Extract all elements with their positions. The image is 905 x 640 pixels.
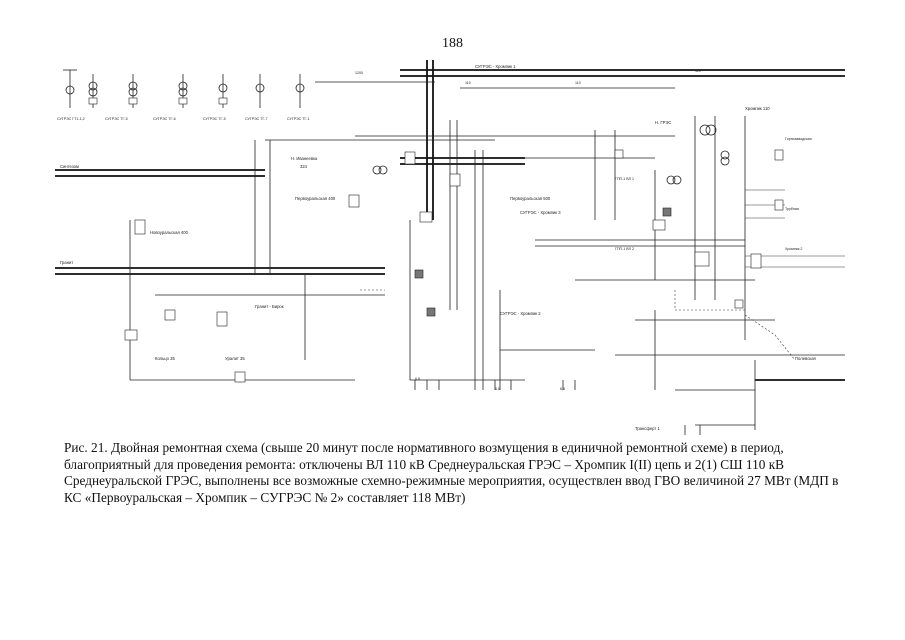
svg-text:СУГРЭС ТГ-7: СУГРЭС ТГ-7 — [245, 117, 268, 121]
svg-text:Трансферт 1: Трансферт 1 — [635, 426, 660, 431]
svg-text:110: 110 — [695, 69, 701, 73]
svg-text:Первоуральская 400: Первоуральская 400 — [295, 196, 336, 201]
svg-text:110: 110 — [465, 81, 471, 85]
schematic-labels: СУГРЭС - Хромпик 1 Н. Иванеевка 324 СУГР… — [60, 64, 816, 431]
svg-text:СУГРЭС ТГ-5: СУГРЭС ТГ-5 — [203, 117, 226, 121]
svg-text:Новоуральская 400: Новоуральская 400 — [150, 230, 189, 235]
svg-text:СУГРЭС ТГ-5: СУГРЭС ТГ-5 — [105, 117, 128, 121]
svg-text:110: 110 — [575, 81, 581, 85]
svg-text:6,6: 6,6 — [560, 387, 565, 391]
svg-text:1200: 1200 — [355, 71, 363, 75]
svg-text:324: 324 — [300, 164, 308, 169]
substation-boxes — [124, 124, 784, 383]
svg-text:ГПП-1 ВЛ 1: ГПП-1 ВЛ 1 — [615, 177, 634, 181]
svg-text:Хромпик 110: Хромпик 110 — [745, 106, 770, 111]
svg-text:Горнозаводская: Горнозаводская — [785, 137, 812, 141]
svg-text:СУГРЭС - Хромпик 3: СУГРЭС - Хромпик 3 — [520, 210, 561, 215]
svg-text:Уралит 35: Уралит 35 — [225, 356, 245, 361]
main-buses — [55, 60, 845, 381]
figure-caption: Рис. 21. Двойная ремонтная схема (свыше … — [64, 440, 839, 505]
power-grid-schematic: СУГРЭС ГТ1-1,2 СУГРЭС ТГ-5 СУГРЭС ТГ-6 С… — [55, 60, 845, 435]
page-number: 188 — [442, 36, 463, 51]
svg-text:СУГРЭС ГТ1-1,2: СУГРЭС ГТ1-1,2 — [57, 117, 85, 121]
svg-text:ГПП-1 ВЛ 2: ГПП-1 ВЛ 2 — [615, 247, 634, 251]
svg-text:Первоуральская 500: Первоуральская 500 — [510, 196, 551, 201]
svg-text:Н. Иванеевка: Н. Иванеевка — [291, 156, 318, 161]
svg-text:Хромпик 2: Хромпик 2 — [785, 247, 802, 251]
generator-symbols-top-left: СУГРЭС ГТ1-1,2 СУГРЭС ТГ-5 СУГРЭС ТГ-6 С… — [57, 69, 310, 121]
feeder-lines — [129, 81, 845, 430]
svg-text:СУГРЭС ТГ-1: СУГРЭС ТГ-1 — [287, 117, 310, 121]
svg-text:СУГРЭС - Хромпик 2: СУГРЭС - Хромпик 2 — [500, 311, 541, 316]
svg-text:Трубная: Трубная — [785, 207, 799, 211]
svg-text:6,6: 6,6 — [415, 377, 420, 381]
svg-text:6,6: 6,6 — [495, 387, 500, 391]
svg-text:Гранит: Гранит — [60, 260, 73, 265]
svg-text:Н. ГРЭС: Н. ГРЭС — [655, 120, 671, 125]
dashed-lines — [360, 289, 796, 361]
svg-text:Гранит - Бирок: Гранит - Бирок — [255, 304, 284, 309]
svg-text:Полевская: Полевская — [795, 356, 816, 361]
svg-text:СУГРЭС - Хромпик 1: СУГРЭС - Хромпик 1 — [475, 64, 516, 69]
svg-text:Кольцо 35: Кольцо 35 — [155, 356, 175, 361]
svg-text:СУГРЭС ТГ-6: СУГРЭС ТГ-6 — [153, 117, 176, 121]
terminal-stubs — [414, 380, 701, 435]
svg-text:Синтезом: Синтезом — [60, 164, 79, 169]
